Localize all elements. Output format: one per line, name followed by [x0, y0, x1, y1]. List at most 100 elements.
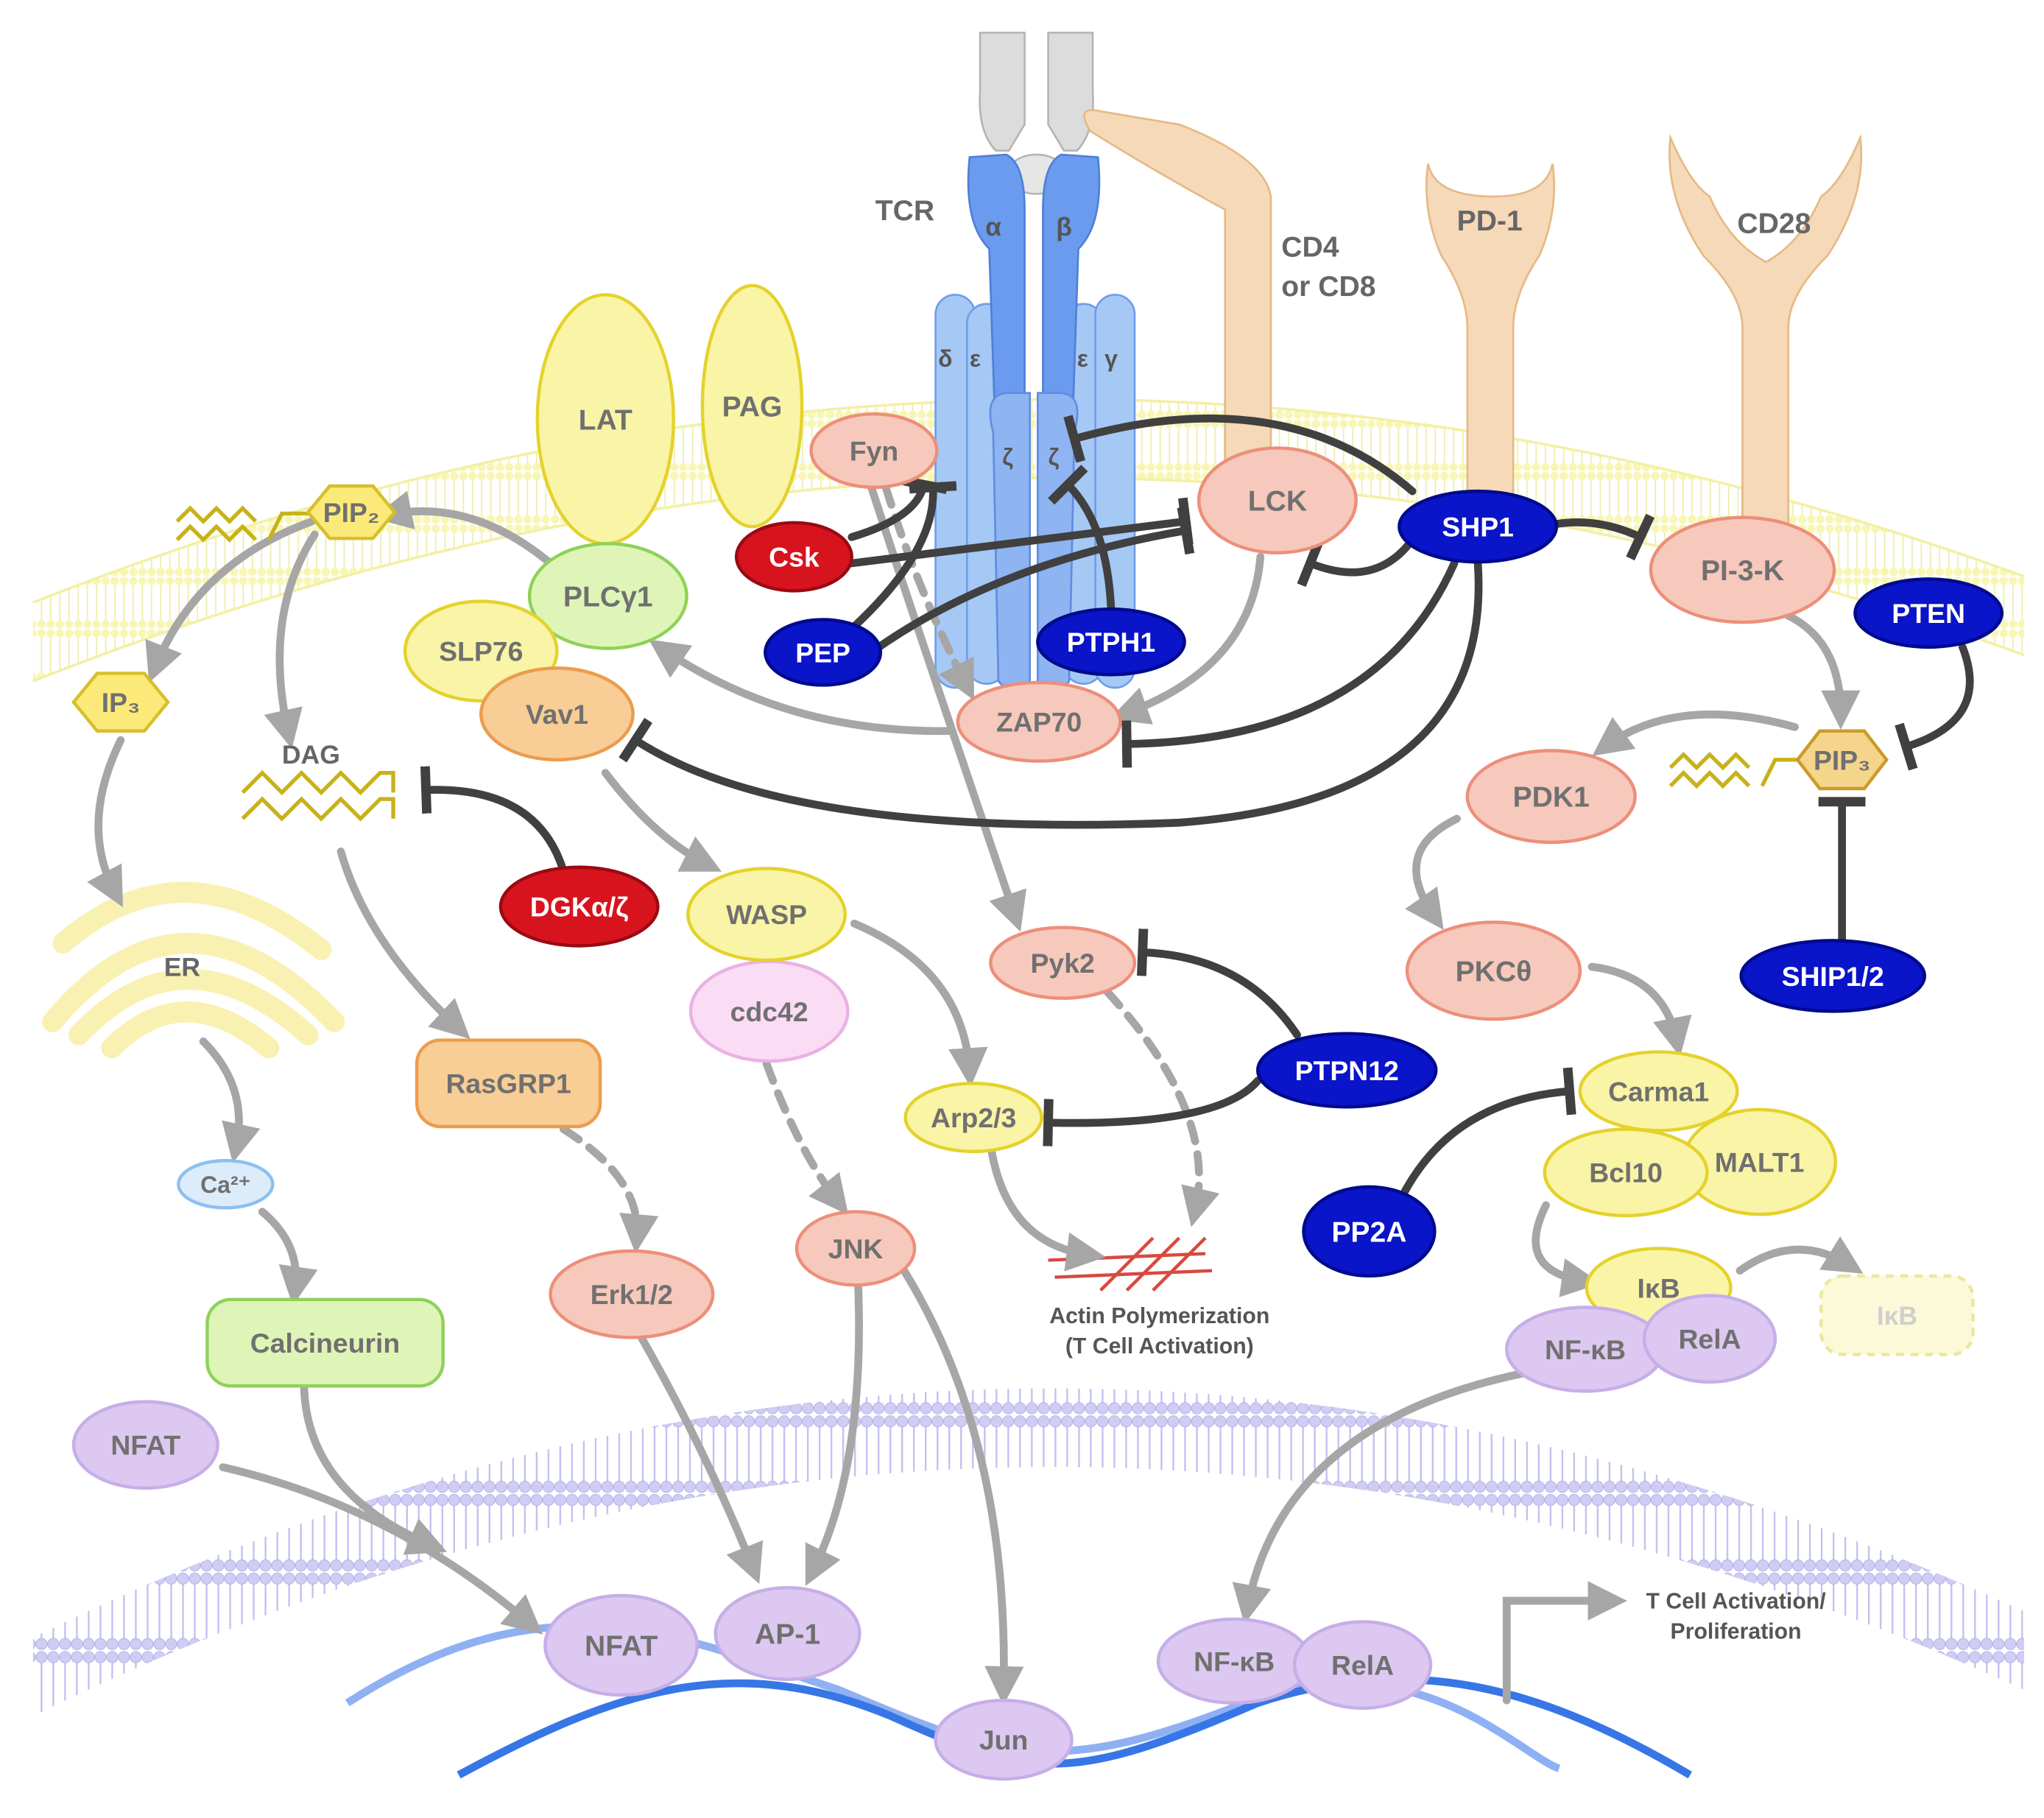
arrow-er-to-calcium	[199, 1037, 261, 1163]
cd8-label: or CD8	[1281, 271, 1375, 303]
zeta-right-label: ζ	[1049, 444, 1060, 471]
inhibition-ptpn12-inhibits-arp23	[1043, 1077, 1262, 1146]
arrow-gene-activation	[1502, 1581, 1627, 1705]
pp2a-phosphatase-shape	[1302, 1185, 1437, 1278]
fyn-kinase-shape	[809, 412, 939, 490]
fyn-kinase: Fyn	[809, 412, 939, 490]
arp23-complex-label: Arp2/3	[931, 1102, 1016, 1133]
malt1-protein-label: MALT1	[1715, 1146, 1805, 1177]
pp2a-phosphatase-label: PP2A	[1331, 1216, 1406, 1248]
nfkb-nuclear-label: NF-κB	[1194, 1646, 1275, 1677]
pyk2-kinase: Pyk2	[989, 926, 1137, 1000]
pep-phosphatase-label: PEP	[795, 637, 850, 668]
arrow-zap70-to-plcg1	[649, 639, 954, 736]
pep-phosphatase-shape	[764, 618, 883, 687]
activation-arrows	[87, 483, 1864, 1706]
pag-protein: PAG	[700, 283, 804, 529]
arrow-pip2-to-ip3	[145, 517, 317, 683]
tcr-complex	[934, 32, 1136, 691]
bcl10-protein: Bcl10	[1543, 1127, 1709, 1218]
pag-protein-label: PAG	[722, 392, 783, 423]
inhibition-ptph1-inhibits-zeta	[1048, 465, 1116, 613]
nfkb-nuclear: NF-κB	[1156, 1617, 1312, 1705]
lck-kinase-label: LCK	[1248, 486, 1307, 518]
jun-transcription-factor: Jun	[934, 1698, 1074, 1781]
rasgrp1-protein-label: RasGRP1	[445, 1068, 571, 1099]
ptph1-phosphatase-shape	[1036, 607, 1186, 677]
pdk1-kinase-label: PDK1	[1513, 782, 1590, 814]
arrow-cdc42-to-jnk	[762, 1060, 849, 1215]
carma1-protein-shape	[1578, 1050, 1739, 1132]
rela-nuclear-label: RelA	[1331, 1650, 1394, 1681]
arrow-wasp-to-arp23	[850, 919, 988, 1088]
ptph1-phosphatase-label: PTPH1	[1067, 627, 1155, 658]
zeta-left-label: ζ	[1002, 444, 1013, 471]
pi3k-kinase-label: PI-3-K	[1701, 555, 1784, 587]
shp1-phosphatase: SHP1	[1398, 489, 1559, 564]
ship12-phosphatase: SHIP1/2	[1739, 939, 1926, 1013]
arrow-nfat-cyto-to-nuclear	[219, 1463, 543, 1635]
vav1-protein-shape	[479, 666, 635, 762]
pag-protein-shape	[700, 283, 804, 529]
pi3k-kinase-shape	[1649, 515, 1836, 624]
er-label: ER	[164, 952, 200, 982]
wasp-protein-shape	[686, 867, 847, 962]
actin-filaments	[1048, 1236, 1213, 1292]
csk-kinase-label: Csk	[769, 542, 820, 573]
inhibition-dgk-inhibits-dag	[420, 766, 568, 875]
erk12-kinase: Erk1/2	[549, 1249, 715, 1339]
tcell-outcome-line2: Proliferation	[1671, 1620, 1802, 1644]
lipid-tails	[175, 505, 1798, 822]
gamma-chain-label: γ	[1104, 345, 1118, 372]
inhibition-shp1-inhibits-pi3k	[1552, 513, 1655, 561]
dag-label: DAG	[282, 740, 340, 769]
ptph1-phosphatase: PTPH1	[1036, 607, 1186, 677]
arrow-fyn-to-pyk2	[867, 483, 1027, 932]
pten-phosphatase-label: PTEN	[1892, 598, 1965, 629]
actin-label-line1: Actin Polymerization	[1049, 1304, 1269, 1328]
ap1-transcription-factor: AP-1	[713, 1585, 861, 1681]
dgk-enzyme-label: DGKα/ζ	[530, 892, 629, 923]
pkc-theta-kinase-shape	[1405, 920, 1582, 1021]
arrow-pdk1-to-pkc	[1405, 814, 1461, 930]
pp2a-phosphatase: PP2A	[1302, 1185, 1437, 1278]
pyk2-kinase-shape	[989, 926, 1137, 1000]
ikb-released-shape	[1819, 1274, 1975, 1356]
zap70-kinase-shape	[956, 680, 1122, 763]
nfat-cytoplasmic-shape	[71, 1400, 219, 1490]
inhibition-pp2a-inhibits-carma1	[1400, 1067, 1576, 1197]
arrow-erk-to-ap1	[638, 1334, 764, 1585]
jun-transcription-factor-label: Jun	[979, 1724, 1028, 1755]
erk12-kinase-label: Erk1/2	[591, 1279, 673, 1310]
pyk2-kinase-label: Pyk2	[1031, 948, 1095, 979]
ikb-inhibitor-label: IκB	[1638, 1272, 1680, 1303]
lat-protein-label: LAT	[579, 404, 632, 436]
tcell-outcome-line1: T Cell Activation/	[1646, 1590, 1827, 1614]
carma1-protein: Carma1	[1578, 1050, 1739, 1132]
nfat-nuclear: NFAT	[543, 1593, 699, 1697]
arrow-jnk-to-ap1	[805, 1282, 863, 1586]
rela-cytoplasmic-label: RelA	[1678, 1324, 1741, 1355]
nfkb-cytoplasmic: NF-κB	[1505, 1306, 1666, 1393]
rela-cytoplasmic-shape	[1642, 1294, 1777, 1384]
lck-kinase: LCK	[1197, 446, 1358, 554]
endoplasmic-reticulum	[42, 881, 345, 1059]
csk-kinase: Csk	[734, 521, 853, 593]
calcineurin-phosphatase-shape	[205, 1297, 445, 1388]
inhibition-shp1-inhibits-vav1	[619, 559, 1483, 829]
erk12-kinase-shape	[549, 1249, 715, 1339]
pdk1-kinase-shape	[1465, 749, 1637, 845]
alpha-chain-label: α	[985, 212, 1001, 242]
pten-phosphatase: PTEN	[1853, 577, 2004, 649]
text-labels: TCR α β δ ε ε γ ζ ζ CD4 or CD8 PD-1 CD28…	[164, 195, 1827, 1644]
arrow-nfkb-to-nucleus	[1232, 1364, 1550, 1624]
dgk-enzyme-shape	[498, 865, 660, 948]
tcr-label: TCR	[875, 195, 934, 227]
lck-kinase-shape	[1197, 446, 1358, 554]
calcineurin-phosphatase-label: Calcineurin	[250, 1328, 400, 1359]
calcium-ion-shape	[177, 1159, 275, 1210]
nfat-nuclear-shape	[543, 1593, 699, 1697]
cdc42-gtpase-label: cdc42	[730, 996, 808, 1027]
pten-phosphatase-shape	[1853, 577, 2004, 649]
cd4-label: CD4	[1281, 232, 1339, 264]
